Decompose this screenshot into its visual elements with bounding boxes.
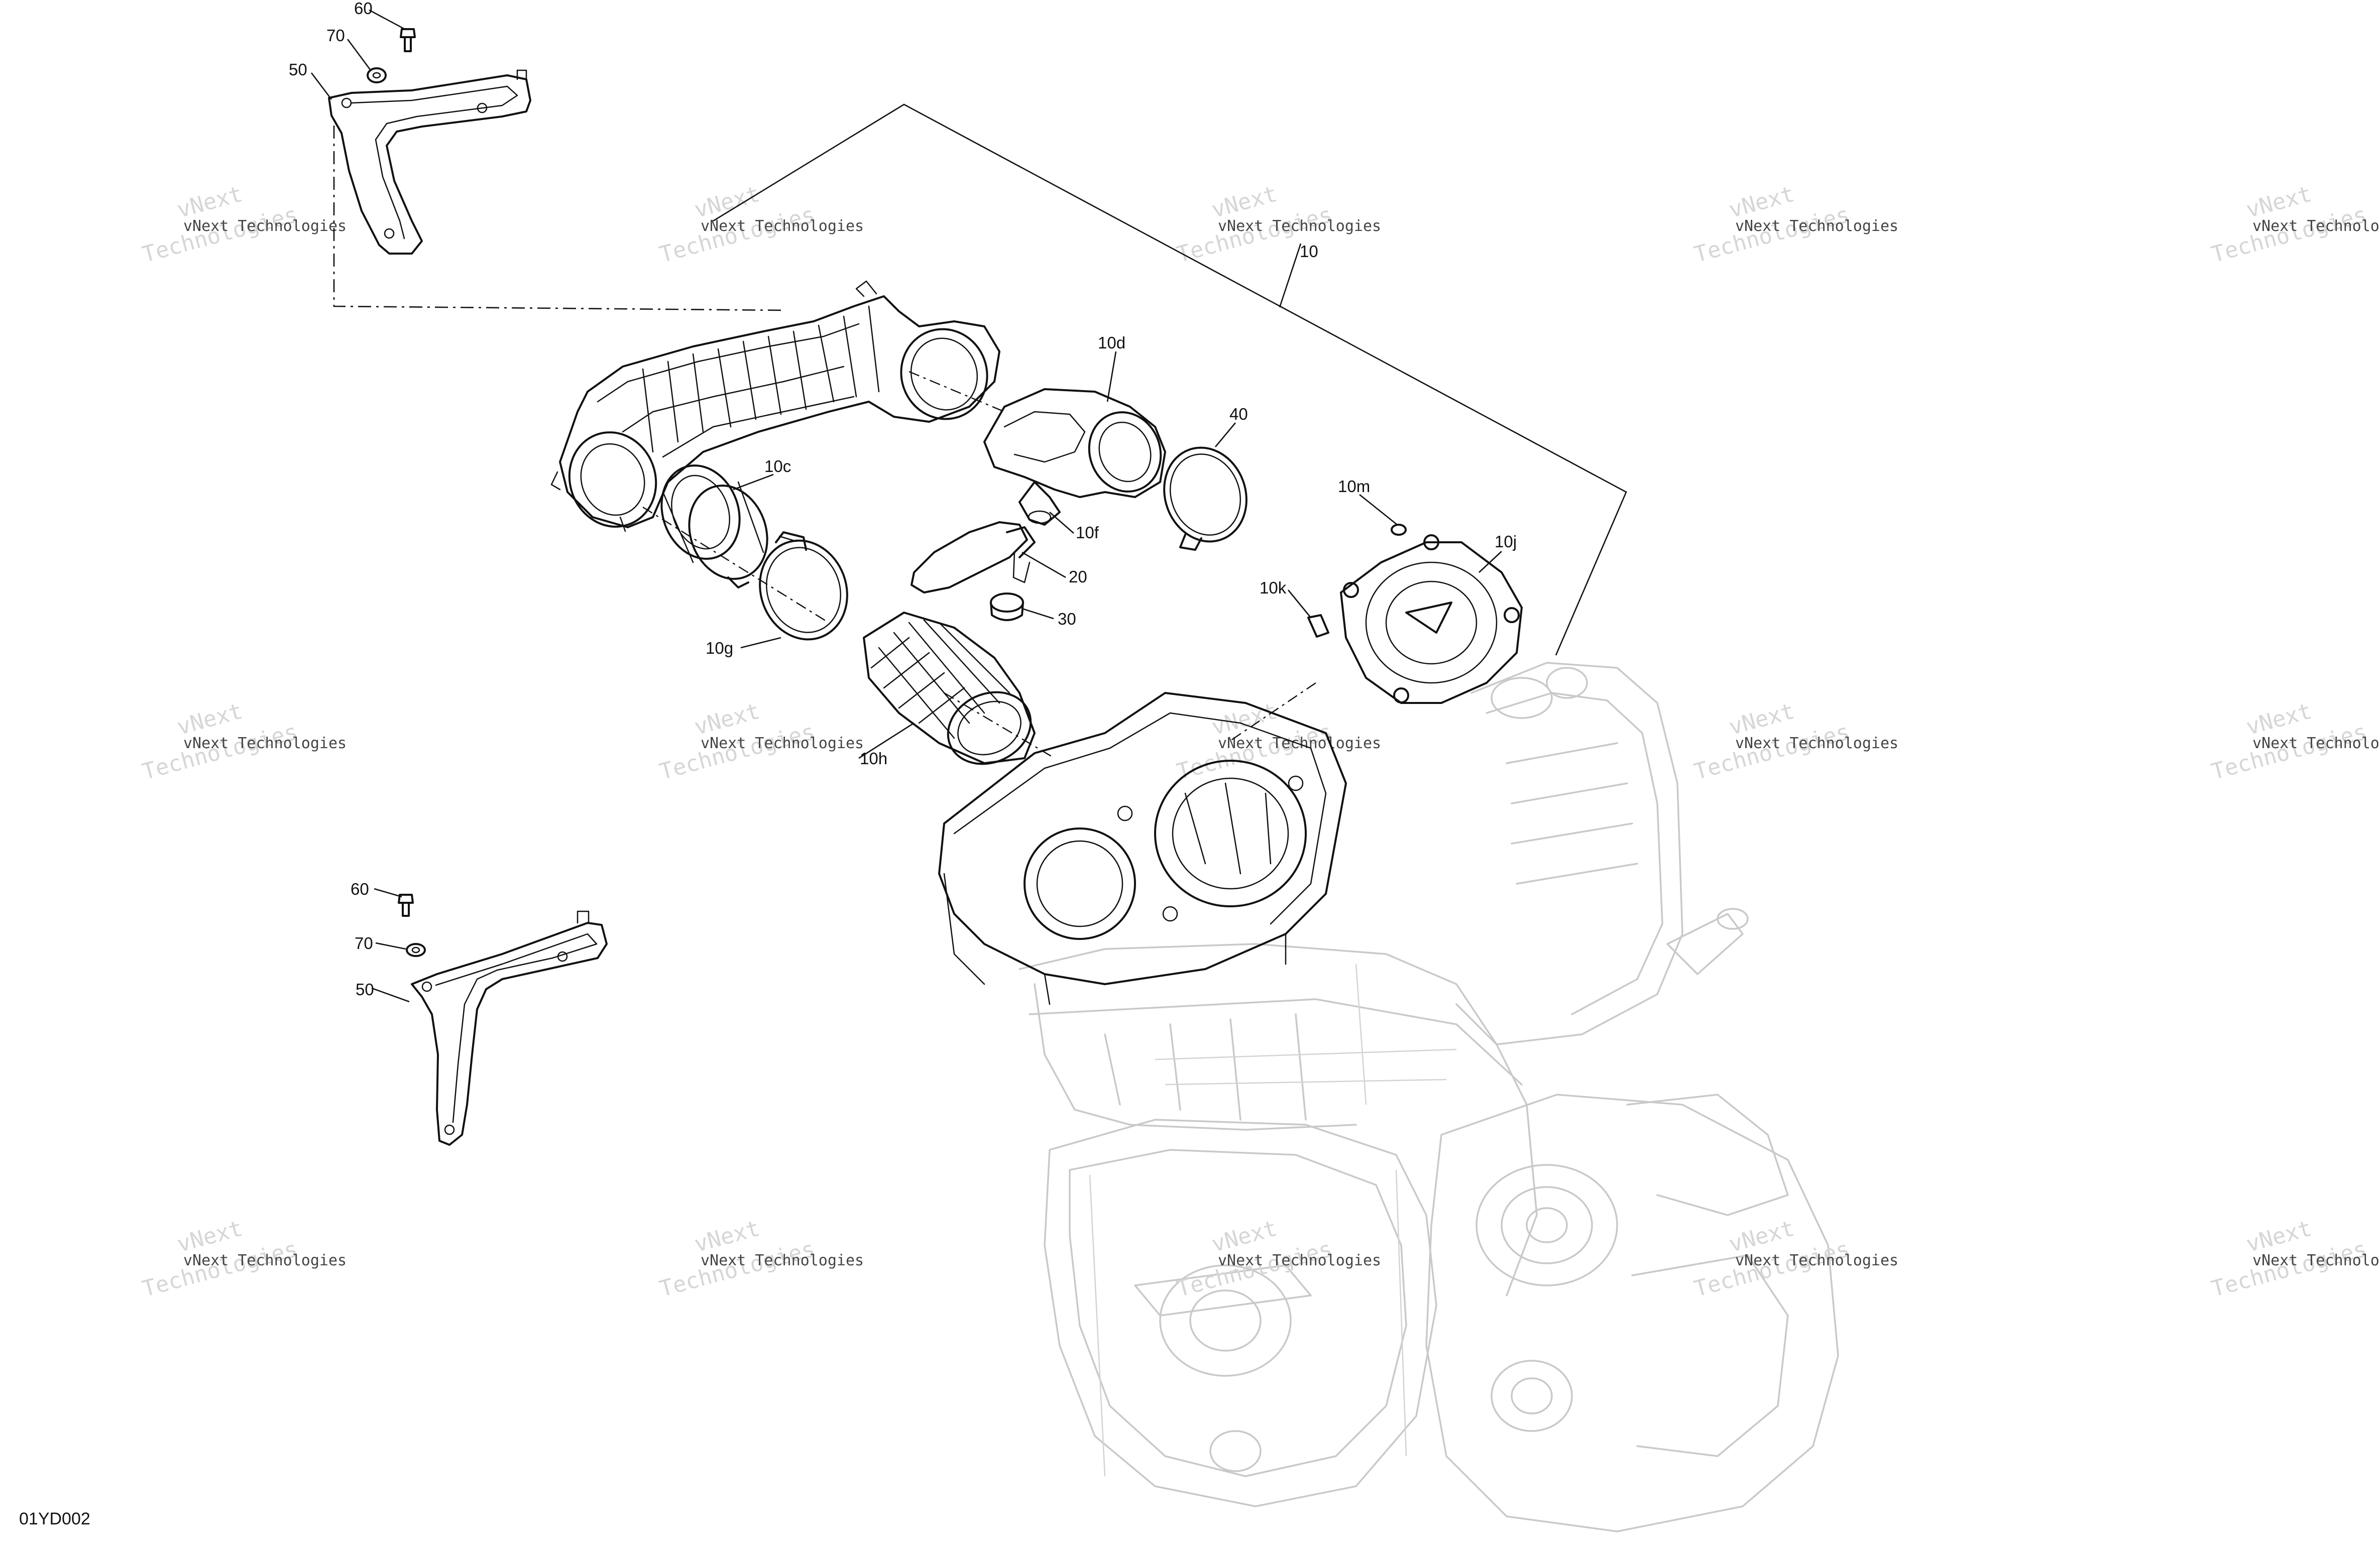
callout-10m: 10m: [1338, 477, 1370, 496]
watermark-text-large: vNext: [2243, 181, 2314, 223]
callout-50-bottom: 50: [356, 980, 374, 999]
watermark-text-large: vNext: [1209, 181, 1280, 223]
callout-40: 40: [1229, 405, 1248, 423]
callout-10j: 10j: [1495, 532, 1517, 551]
watermark-text-large: vNext: [1209, 1216, 1280, 1258]
drain-hose-20: [911, 521, 1036, 594]
callout-10: 10: [1300, 242, 1318, 261]
clamp-40: [1163, 446, 1248, 551]
airbox-cover-10j: [1230, 524, 1523, 741]
watermark-text-small: vNext Technologies: [1218, 1252, 1381, 1269]
watermark-text-small: vNext Technologies: [2252, 217, 2380, 235]
callout-10c: 10c: [764, 457, 791, 476]
callout-10g: 10g: [706, 639, 733, 657]
callout-20: 20: [1069, 567, 1087, 586]
callout-60-bottom: 60: [351, 880, 369, 898]
air-filter-element-10h: [863, 612, 1036, 765]
watermark-text-small: vNext Technologies: [183, 217, 347, 235]
callout-10h: 10h: [860, 749, 887, 768]
airbox-housing: [938, 692, 1347, 1005]
watermark-text-small: vNext Technologies: [701, 735, 864, 752]
callout-10d: 10d: [1098, 333, 1125, 352]
callout-10f: 10f: [1076, 523, 1099, 542]
watermark-text-large: vNext: [2243, 698, 2314, 741]
callout-labels: 60 70 50 10d 40 10c 10f 20 30 10g 10h 10…: [289, 0, 1517, 999]
watermark-text-large: vNext: [692, 181, 762, 223]
watermark-text-small: vNext Technologies: [183, 1252, 347, 1269]
watermark-text-large: vNext: [1726, 1216, 1797, 1258]
watermark-text-small: vNext Technologies: [1218, 217, 1381, 235]
watermark-text-large: vNext: [1726, 698, 1797, 741]
watermark-text-large: vNext: [174, 698, 245, 741]
watermark-text-large: vNext: [1726, 181, 1797, 223]
callout-30: 30: [1058, 610, 1076, 628]
figure-code: 01YD002: [19, 1509, 90, 1528]
watermark-text-small: vNext Technologies: [2252, 735, 2380, 752]
watermark-text-small: vNext Technologies: [1735, 1252, 1898, 1269]
watermark-text-small: vNext Technologies: [701, 1252, 864, 1269]
callout-70-bottom: 70: [355, 934, 373, 953]
elbow-adapter-10d: [983, 388, 1166, 526]
callout-10k: 10k: [1260, 578, 1287, 597]
watermark-text-large: vNext: [2243, 1216, 2314, 1258]
watermark-text-small: vNext Technologies: [2252, 1252, 2380, 1269]
assembly-bracket-line: [713, 103, 1627, 656]
cap-30: [990, 592, 1024, 621]
watermark-text-small: vNext Technologies: [1218, 735, 1381, 752]
watermark-text-small: vNext Technologies: [1735, 735, 1898, 752]
engine-assembly-ghost: [1018, 662, 1839, 1532]
watermark-text-large: vNext: [174, 1216, 245, 1258]
intake-duct: [550, 280, 1000, 532]
watermark-text-large: vNext: [692, 698, 762, 741]
callout-70-top: 70: [326, 26, 345, 45]
watermark-text-small: vNext Technologies: [183, 735, 347, 752]
watermark-text-large: vNext: [174, 181, 245, 223]
watermark-text-small: vNext Technologies: [1735, 217, 1898, 235]
coupler-10c: [660, 464, 768, 588]
callout-50-top: 50: [289, 60, 307, 79]
mounting-bracket-bottom: [371, 888, 608, 1146]
callout-60-top: 60: [354, 0, 373, 18]
mounting-bracket-top: [310, 9, 531, 255]
clamp-10g: [759, 531, 848, 641]
watermark-text-small: vNext Technologies: [701, 217, 864, 235]
watermark-text-large: vNext: [692, 1216, 762, 1258]
